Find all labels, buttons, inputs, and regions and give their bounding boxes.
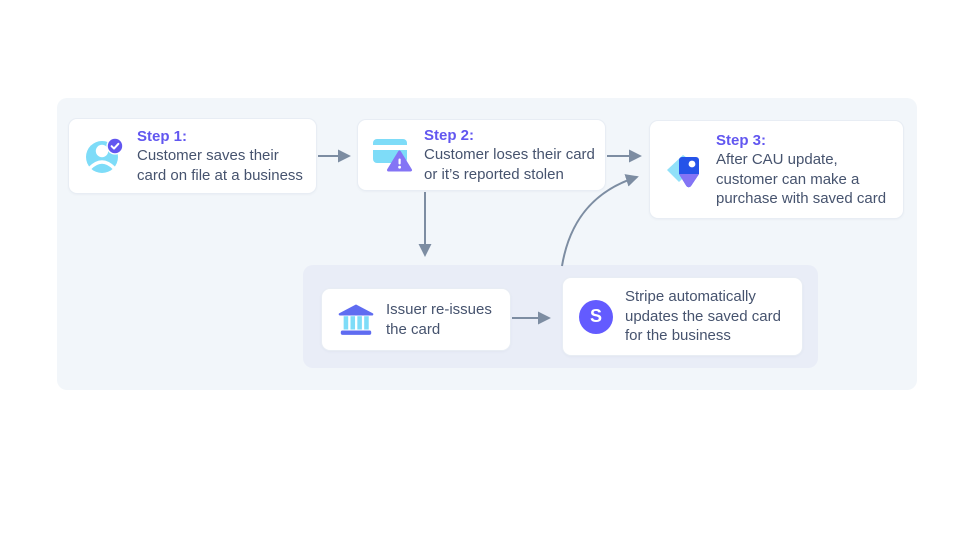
step3-label: Step 3: — [716, 131, 767, 149]
issuer-card: Issuer re-issues the card — [322, 289, 510, 350]
customer-check-icon — [84, 136, 126, 176]
step3-description: After CAU update, customer can make a pu… — [716, 151, 887, 207]
card-alert-icon — [373, 136, 413, 174]
stripe-logo-letter: S — [589, 306, 602, 326]
step1-text-block: Step 1: Customer saves their card on fil… — [137, 127, 308, 186]
stripe-logo-icon: S — [578, 299, 614, 335]
step1-description: Customer saves their card on file at a b… — [137, 147, 303, 184]
step3-text-block: Step 3: After CAU update, customer can m… — [716, 131, 895, 209]
stripe-card: S Stripe automatically updates the saved… — [563, 278, 802, 355]
step3-card: Step 3: After CAU update, customer can m… — [650, 121, 903, 218]
step2-card: Step 2: Customer loses their card or it’… — [358, 120, 605, 190]
step1-card: Step 1: Customer saves their card on fil… — [69, 119, 316, 193]
step1-label: Step 1: — [137, 127, 188, 145]
issuer-text: Issuer re-issues the card — [386, 301, 492, 338]
stripe-text: Stripe automatically updates the saved c… — [625, 288, 781, 345]
step2-text-block: Step 2: Customer loses their card or it’… — [424, 126, 597, 185]
step2-description: Customer loses their card or it’s report… — [424, 146, 595, 183]
bank-icon — [337, 303, 375, 337]
price-tag-icon — [665, 149, 705, 191]
step2-label: Step 2: — [424, 126, 475, 144]
